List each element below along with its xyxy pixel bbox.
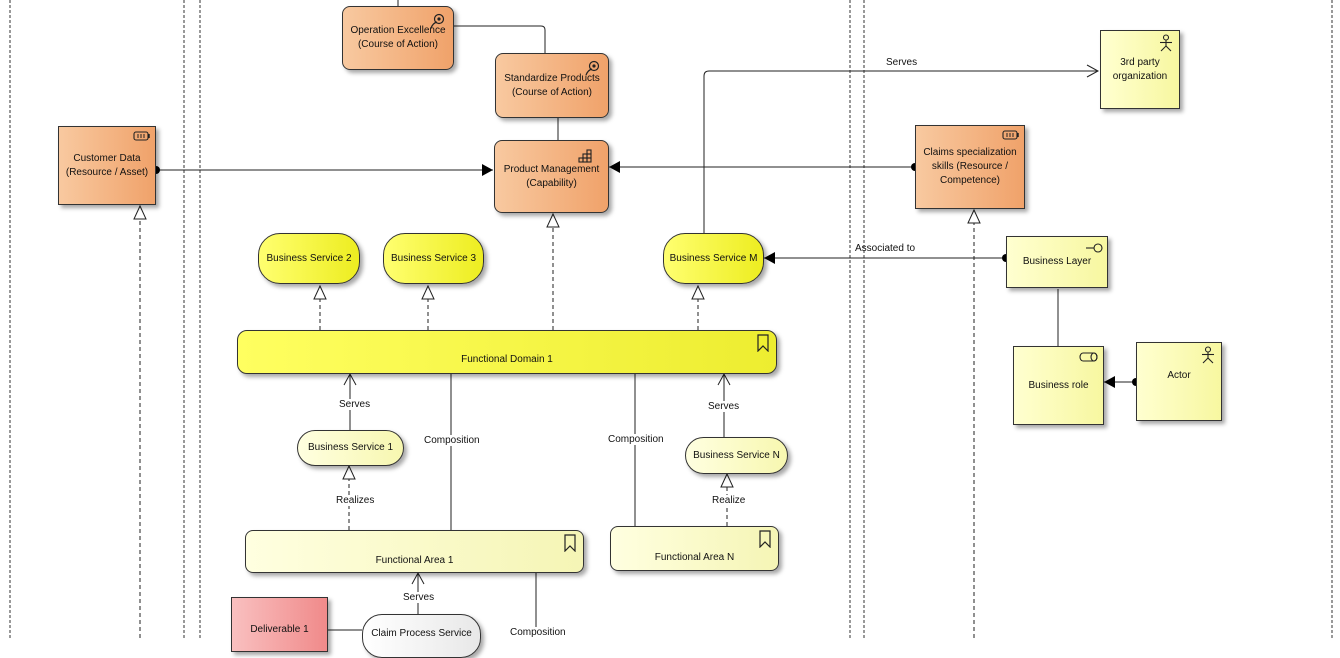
node-label: Business Service 1: [307, 442, 394, 453]
label-realizes: Realizes: [334, 495, 377, 506]
node-functional-area-1[interactable]: Functional Area 1: [245, 530, 584, 573]
node-3rd-party-organization[interactable]: 3rd party organization: [1100, 30, 1180, 109]
node-label: Business Service N: [693, 449, 780, 461]
label-associated-to: Associated to: [855, 243, 916, 254]
node-business-service-m[interactable]: Business Service M: [663, 233, 764, 284]
node-label: Standardize Products (Course of Action): [504, 72, 600, 98]
node-business-service-n[interactable]: Business Service N: [685, 437, 788, 474]
label-composition-left: Composition: [422, 435, 482, 446]
node-functional-area-n[interactable]: Functional Area N: [610, 526, 779, 571]
label-serves-bs1: Serves: [337, 399, 373, 410]
node-label: Business Service 2: [266, 252, 352, 264]
connectors: [133, 0, 1140, 638]
node-label: Claims specialization skills (Resource /…: [923, 147, 1017, 186]
node-label: Business Layer: [1022, 256, 1092, 267]
node-claim-process-service[interactable]: Claim Process Service: [362, 614, 481, 658]
course-of-action-icon: [585, 60, 600, 76]
diagram-canvas: [9, 0, 1333, 638]
actor-icon: [1202, 346, 1214, 364]
node-functional-domain-1[interactable]: Functional Domain 1: [237, 330, 777, 374]
node-product-management[interactable]: Product Management (Capability): [494, 140, 609, 213]
bookmark-icon: [757, 334, 769, 352]
node-business-role[interactable]: Business role: [1013, 346, 1104, 425]
capability-icon: [578, 149, 592, 163]
bookmark-icon: [564, 534, 576, 552]
node-operation-excellence[interactable]: Operation Excellence (Course of Action): [342, 6, 454, 70]
node-business-service-2[interactable]: Business Service 2: [258, 233, 360, 284]
resource-icon: [1002, 130, 1019, 140]
label-serves-bsn: Serves: [706, 401, 742, 412]
label-realize: Realize: [710, 495, 748, 506]
node-label: Claim Process Service: [371, 628, 472, 639]
actor-icon: [1160, 34, 1172, 52]
node-label: Customer Data (Resource / Asset): [65, 152, 149, 178]
node-label: Product Management (Capability): [503, 163, 600, 189]
node-label: Business role: [1028, 379, 1089, 391]
node-label: Operation Excellence (Course of Action): [350, 25, 446, 50]
bookmark-icon: [759, 530, 771, 548]
label-serves-claim: Serves: [401, 592, 437, 603]
label-composition-bottom: Composition: [508, 627, 568, 638]
node-standardize-products[interactable]: Standardize Products (Course of Action): [495, 53, 609, 118]
node-customer-data[interactable]: Customer Data (Resource / Asset): [58, 126, 156, 205]
label-composition-right: Composition: [606, 434, 666, 445]
label-serves-top: Serves: [886, 57, 918, 68]
node-label: Functional Area N: [654, 551, 735, 563]
node-business-service-1[interactable]: Business Service 1: [297, 430, 404, 466]
node-label: Business Service M: [669, 252, 758, 264]
node-actor[interactable]: Actor: [1136, 342, 1222, 421]
node-claims-specialization-skills[interactable]: Claims specialization skills (Resource /…: [915, 125, 1025, 209]
node-label: 3rd party organization: [1112, 56, 1168, 82]
node-label: Actor: [1167, 370, 1191, 381]
interface-icon: [1086, 243, 1103, 253]
node-label: Business Service 3: [390, 252, 477, 264]
course-of-action-icon: [430, 13, 445, 29]
resource-icon: [133, 131, 150, 141]
node-business-service-3[interactable]: Business Service 3: [383, 233, 484, 284]
node-label: Functional Domain 1: [461, 354, 553, 365]
node-label: Functional Area 1: [375, 555, 454, 566]
node-label: Deliverable 1: [250, 624, 309, 635]
node-business-layer[interactable]: Business Layer: [1006, 236, 1108, 288]
role-icon: [1079, 352, 1098, 362]
lane-dividers: [9, 0, 1333, 638]
node-deliverable-1[interactable]: Deliverable 1: [231, 597, 328, 652]
